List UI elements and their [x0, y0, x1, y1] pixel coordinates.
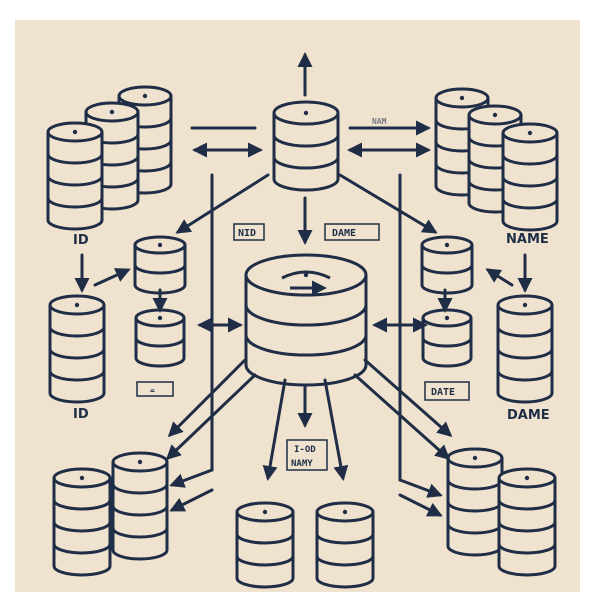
- database-cylinder: [501, 122, 559, 232]
- label-name-right: NAME: [506, 232, 549, 247]
- line-center-bottom-right-2: [363, 358, 453, 437]
- database-cylinder: [46, 121, 104, 231]
- line-center-to-left: [175, 173, 270, 234]
- box-date: [424, 381, 470, 401]
- label-top-arrow-text: NAM: [372, 117, 387, 126]
- arrow-to-right-mid: [485, 268, 514, 287]
- database-cylinder: [111, 451, 169, 561]
- database-cylinder: [446, 447, 504, 557]
- label-id-top: ID: [73, 233, 89, 248]
- box-dame: [324, 223, 380, 241]
- box-nid: [233, 223, 265, 241]
- box-date-label: DATE: [431, 387, 455, 398]
- line-right-vertical-to-stack-1: [398, 478, 443, 498]
- database-cylinder: [272, 100, 340, 192]
- line-center-bottom-left-2: [167, 358, 247, 438]
- line-left-vertical-to-stack-1: [169, 468, 214, 488]
- database-cylinder: [315, 501, 375, 589]
- database-cylinder: [133, 235, 187, 295]
- box-nid-label: NID: [238, 228, 256, 239]
- database-cylinder: [420, 235, 474, 295]
- label-id-mid: ID: [73, 407, 89, 422]
- line-center-bottom-left-1: [165, 373, 257, 461]
- database-cylinder: [496, 294, 554, 404]
- box-small-label: =: [150, 386, 155, 395]
- line-center-bottom-right-1: [353, 373, 451, 460]
- database-cylinder: [421, 308, 473, 368]
- database-cylinder: [52, 467, 112, 577]
- labels: ID NAME ID DAME NAM NID DAME DATE = I-OD…: [73, 117, 550, 471]
- box-stack-label: [286, 439, 328, 471]
- database-cylinder: [134, 308, 186, 368]
- database-cylinder: [48, 294, 106, 404]
- cylinders-layer: [46, 85, 559, 589]
- connectors: [74, 52, 533, 517]
- line-center-to-right: [338, 173, 438, 234]
- box-dame-label: DAME: [332, 228, 356, 239]
- line-left-vertical-to-stack-2: [169, 488, 214, 512]
- line-center-to-bottom-mid-left: [262, 378, 287, 481]
- database-cylinder-large: [244, 253, 368, 387]
- database-cylinder: [497, 467, 557, 577]
- label-dame-right: DAME: [507, 408, 550, 423]
- arrow-to-left-mid: [93, 268, 131, 287]
- database-cylinder: [235, 501, 295, 589]
- box-stack-label-line2: NAMY: [291, 459, 313, 469]
- large-cylinder-arrow-icon: [281, 270, 331, 296]
- box-stack-label-line1: I-OD: [294, 445, 316, 455]
- line-right-vertical-to-stack-2: [398, 493, 443, 517]
- box-small: [136, 381, 174, 397]
- line-center-to-bottom-mid-right: [323, 378, 349, 481]
